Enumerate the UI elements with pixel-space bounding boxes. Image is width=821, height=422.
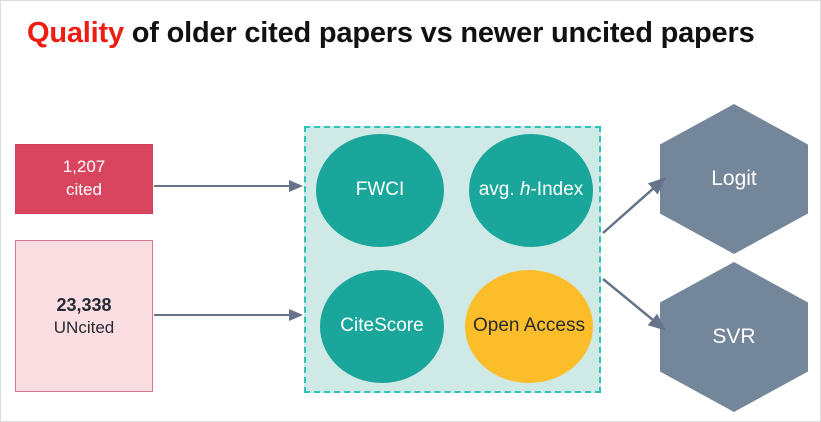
feature-circle-citescore[interactable]: CiteScore <box>320 270 444 383</box>
arrow-features-to-logit <box>602 177 666 234</box>
arrow-features-to-svr <box>602 278 666 331</box>
source-box-cited[interactable]: 1,207 cited <box>15 144 153 214</box>
feature-circle-h-index[interactable]: avg. h-Index <box>469 134 593 247</box>
h-index-suffix: -Index <box>530 179 584 201</box>
feature-label-fwci: FWCI <box>355 179 405 201</box>
uncited-label: UNcited <box>53 317 115 337</box>
title-rest: of older cited papers vs newer uncited p… <box>123 17 755 49</box>
model-hexagon-svr[interactable]: SVR <box>660 262 808 412</box>
cited-label: cited <box>66 180 102 199</box>
feature-circle-fwci[interactable]: FWCI <box>316 134 444 247</box>
cited-count: 1,207 <box>62 157 106 177</box>
source-box-uncited[interactable]: 23,338 UNcited <box>15 240 153 392</box>
model-label-svr: SVR <box>712 325 756 348</box>
feature-label-open-access: Open Access <box>473 315 585 337</box>
feature-circle-open-access[interactable]: Open Access <box>465 270 593 383</box>
model-hexagon-logit[interactable]: Logit <box>660 104 808 254</box>
page-title: Quality of older cited papers vs newer u… <box>27 17 755 50</box>
title-accent-word: Quality <box>27 17 124 49</box>
uncited-count: 23,338 <box>56 294 112 315</box>
feature-label-h-index: avg. h-Index <box>478 179 584 201</box>
h-index-prefix: avg. <box>478 179 520 201</box>
model-label-logit: Logit <box>711 167 757 190</box>
feature-label-citescore: CiteScore <box>340 315 424 337</box>
h-index-italic-h: h <box>519 179 531 201</box>
feature-group-container: FWCI avg. h-Index CiteScore Open Access <box>304 126 601 393</box>
